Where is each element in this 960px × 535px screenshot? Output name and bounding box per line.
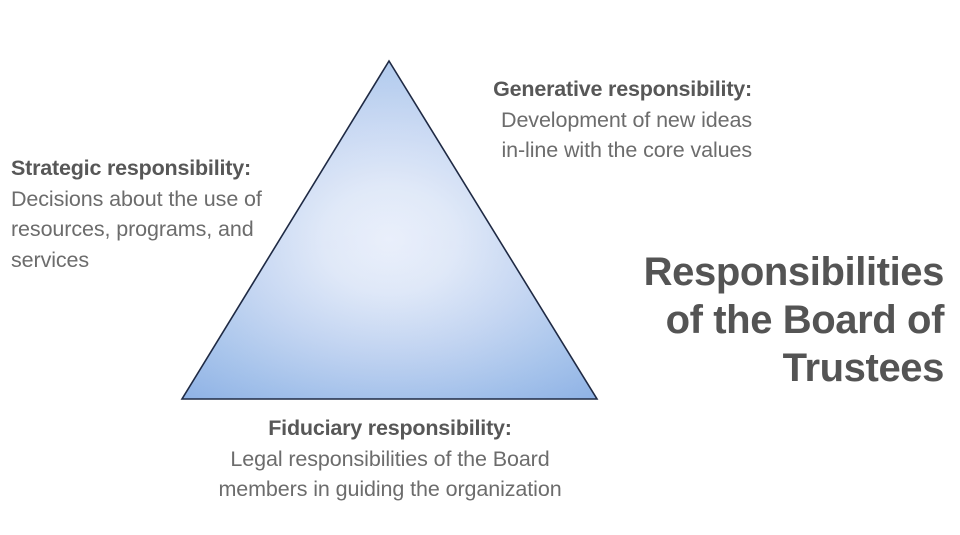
callout-fiduciary-heading: Fiduciary responsibility: (268, 416, 512, 440)
callout-fiduciary-line-1: Legal responsibilities of the Board (230, 446, 550, 471)
page-title: Responsibilities of the Board of Trustee… (584, 248, 945, 392)
callout-strategic-line-1: Decisions about the use of (11, 186, 262, 211)
triangle-svg (180, 59, 599, 400)
page-title-line-2: of the Board of (665, 298, 945, 342)
callout-fiduciary: Fiduciary responsibility: Legal responsi… (140, 413, 640, 505)
callout-generative: Generative responsibility: Development o… (352, 74, 752, 166)
callout-generative-line-1: Development of new ideas (501, 107, 752, 132)
callout-strategic-line-2: resources, programs, and (11, 217, 254, 241)
page-title-line-3: Trustees (782, 346, 945, 390)
page-title-line-1: Responsibilities (643, 250, 945, 294)
triangle-sheen (182, 61, 597, 399)
callout-strategic-heading: Strategic responsibility: (11, 156, 251, 180)
triangle-diagram (176, 54, 604, 406)
callout-generative-line-2: in-line with the core values (501, 138, 752, 162)
callout-generative-heading: Generative responsibility: (493, 77, 752, 101)
callout-fiduciary-line-2: members in guiding the organization (218, 477, 562, 501)
callout-strategic: Strategic responsibility: Decisions abou… (11, 153, 311, 275)
triangle-outline (180, 59, 599, 400)
callout-strategic-line-3: services (11, 247, 90, 272)
